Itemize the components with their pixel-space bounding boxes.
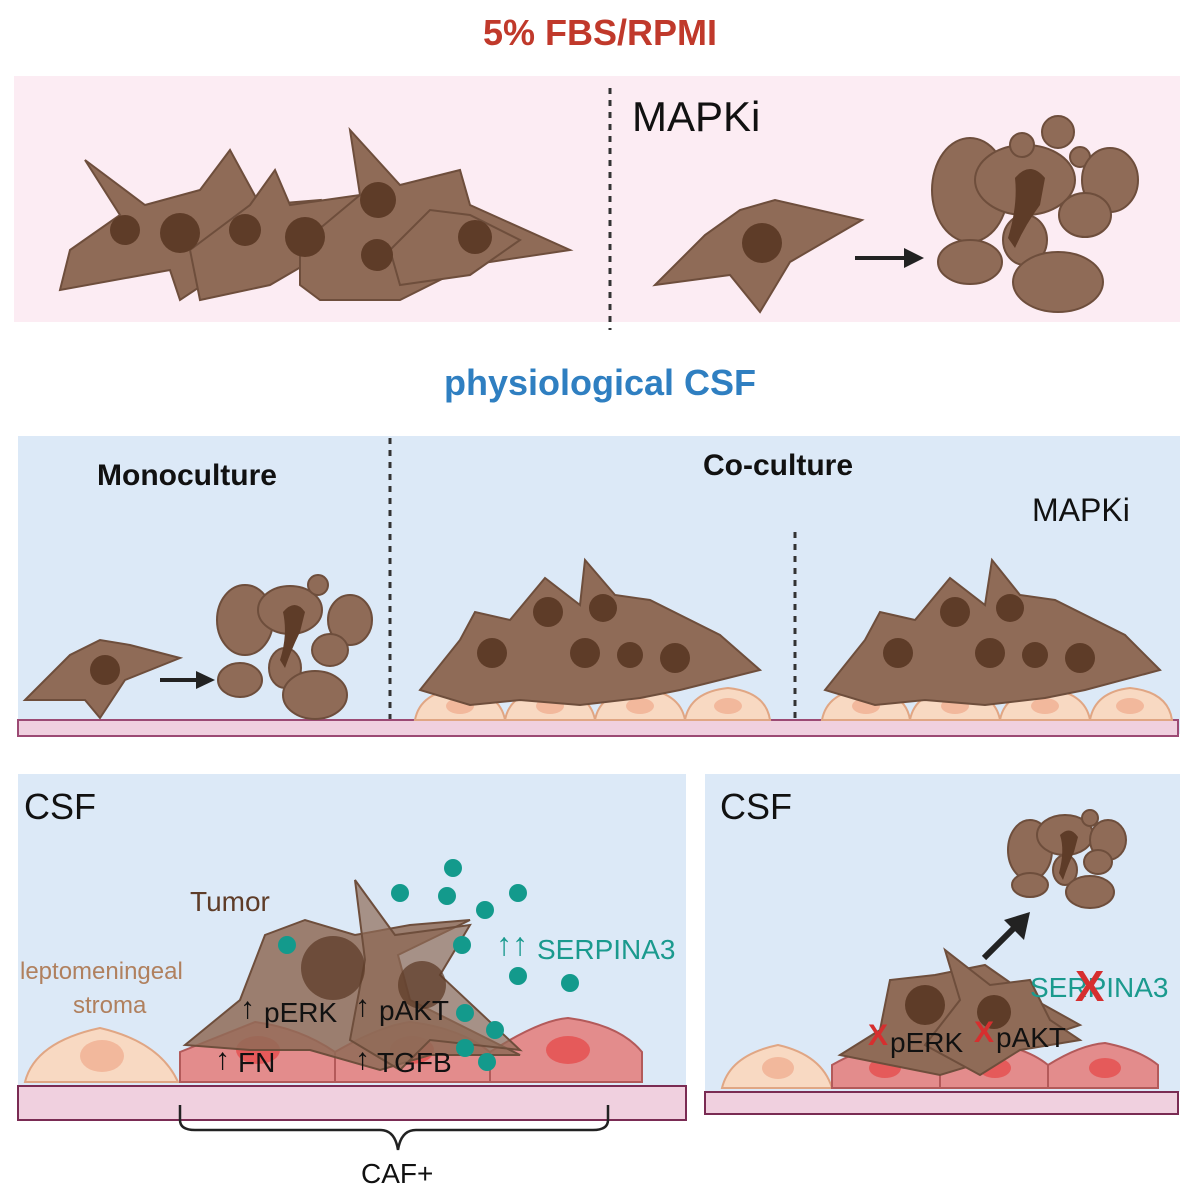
stroma-nucleus [762,1057,794,1079]
pakt-x-mark: X [974,1016,995,1049]
nucleus [977,995,1011,1029]
pakt-up-arrow: ↑ [355,990,370,1023]
top-mapki-label: MAPKi [632,93,761,140]
apoptotic-cell [216,574,373,720]
serpina3-label: SERPINA3 [537,934,676,965]
tumor-nuclei [477,594,690,673]
tumor-nuclei [110,182,492,271]
apoptotic-nucleus [280,605,305,668]
arrow-line [981,923,1019,961]
nucleus [361,239,393,271]
membrane [704,1091,1179,1115]
tgfb-label: TGFB [377,1047,452,1078]
apoptotic-nucleus [1008,169,1045,248]
middle-heading: physiological CSF [443,362,757,403]
top-heading: 5% FBS/RPMI [482,12,718,53]
fn-up-arrow: ↑ [215,1043,230,1076]
tumor-nuclei [883,594,1095,673]
bottom-right-pakt-label: pAKT [996,1022,1067,1053]
bottom-right-perk-label: pERK [890,1027,964,1058]
fn-label: FN [238,1047,276,1078]
bottom-right-serpina3-label: SERPINA3 [1030,972,1169,1003]
coculture-label: Co-culture [703,449,853,482]
stroma-label-line1: leptomeningeal [20,958,183,985]
nucleus [360,182,396,218]
bottom-right-csf-label: CSF [720,786,792,827]
nucleus [398,961,446,1009]
bottom-left-csf-label: CSF [24,786,96,827]
caf-brace [178,1105,610,1151]
nucleus [160,213,200,253]
nucleus [110,215,140,245]
serpina3-up-arrows: ↑↑ [496,926,528,962]
nucleus [742,223,782,263]
apoptotic-nucleus [1059,830,1078,880]
nucleus [90,655,120,685]
nucleus [285,217,325,257]
pakt-label: pAKT [379,995,450,1026]
nucleus [458,220,492,254]
perk-label: pERK [264,997,338,1028]
stroma-nucleus [80,1040,124,1072]
arrow-head [904,248,924,268]
arrow-head [196,671,215,689]
nucleus [905,985,945,1025]
stroma-label-line2: stroma [73,992,147,1019]
tumor-label: Tumor [190,886,270,917]
arrow-head [1004,912,1030,940]
caf-label: CAF+ [361,1158,434,1189]
nucleus [229,214,261,246]
serpina3-dots [278,859,579,1071]
middle-mapki-label: MAPKi [1032,492,1130,528]
membrane [17,1085,687,1121]
perk-x-mark: X [868,1019,889,1052]
serpina3-x-mark: X [1075,962,1105,1011]
tgfb-up-arrow: ↑ [355,1043,370,1076]
monoculture-label: Monoculture [97,459,277,492]
apoptotic-cell [1007,809,1127,909]
perk-up-arrow: ↑ [240,992,255,1025]
nucleus [301,936,365,1000]
